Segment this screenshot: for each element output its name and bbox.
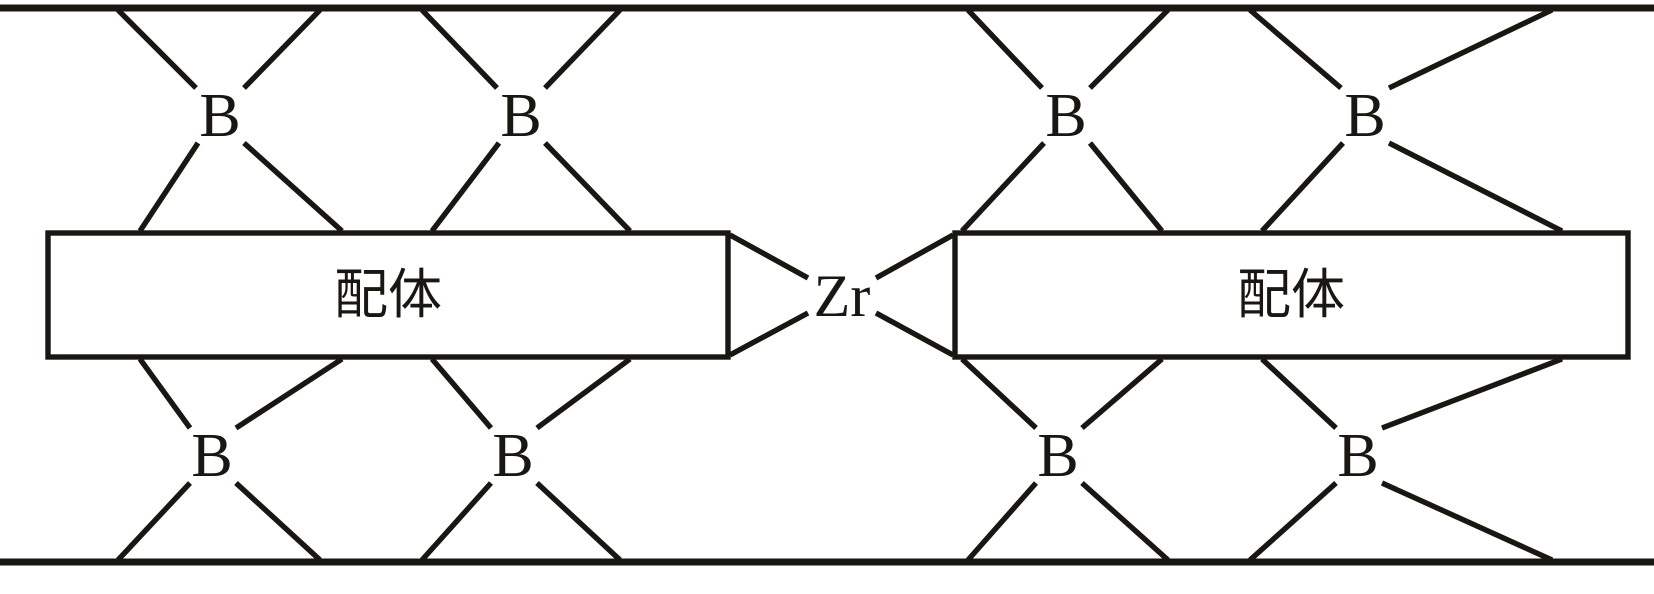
node-label-boron-top-left-2: B <box>500 82 541 150</box>
bond-b6-upleft <box>429 357 494 430</box>
lattice-top-left <box>116 8 632 234</box>
bond-b1-upleft <box>116 8 198 90</box>
bond-b5-upright <box>234 356 344 431</box>
lattice-bottom-left <box>116 356 632 562</box>
bond-zr-lower-right <box>874 310 955 358</box>
node-label-boron-bottom-left-2: B <box>492 422 533 490</box>
lattice-bottom-right <box>960 356 1563 563</box>
bond-b3-upright <box>1088 8 1170 90</box>
bond-b6-downright <box>535 481 622 562</box>
bond-zr-upper-right <box>874 232 955 281</box>
bond-b7-upleft <box>960 357 1038 430</box>
bond-b8-downleft <box>1248 480 1338 563</box>
ligand-label-left: 配体 <box>334 265 442 325</box>
bond-b4-downleft <box>1260 141 1345 233</box>
bond-b8-upright <box>1381 356 1563 431</box>
bond-b1-downright <box>242 140 344 234</box>
bond-b7-downleft <box>965 481 1039 562</box>
bond-b1-downleft <box>137 141 201 233</box>
node-label-boron-top-left-1: B <box>199 82 240 150</box>
bond-b2-downright <box>543 141 632 233</box>
bond-b2-upleft <box>420 8 499 90</box>
bond-b4-upright <box>1387 7 1554 91</box>
bond-zr-upper-left <box>728 232 810 281</box>
node-label-boron-bottom-right-2: B <box>1337 422 1378 490</box>
node-label-boron-top-right-1: B <box>1045 82 1086 150</box>
bond-b7-upright <box>1080 356 1164 431</box>
bond-b3-upleft <box>966 8 1044 90</box>
bond-b4-upleft <box>1248 7 1343 91</box>
node-label-metal-zr: Zr <box>814 263 871 329</box>
ligand-box-right[interactable] <box>952 230 1631 360</box>
bond-b2-downleft <box>429 141 502 233</box>
bond-b5-downleft <box>116 481 192 562</box>
bond-b8-downright <box>1380 480 1554 563</box>
bond-b5-upleft <box>137 357 193 430</box>
bond-b3-downright <box>1087 141 1165 233</box>
bond-b5-downright <box>234 481 322 562</box>
zr-coordination-bonds <box>728 232 955 358</box>
bond-b6-upright <box>535 356 632 431</box>
bond-b7-downright <box>1080 480 1170 563</box>
ligand-box-left[interactable] <box>45 230 731 360</box>
bond-b2-upright <box>543 8 622 90</box>
bond-zr-lower-left <box>728 310 810 358</box>
node-label-boron-bottom-left-1: B <box>191 422 232 490</box>
node-label-boron-bottom-right-1: B <box>1037 422 1078 490</box>
lattice-top-right <box>960 7 1564 234</box>
bond-b4-downright <box>1387 140 1564 234</box>
ligand-label-right: 配体 <box>1237 265 1345 325</box>
bond-b8-upleft <box>1260 357 1338 430</box>
bond-b1-upright <box>242 8 322 90</box>
node-label-boron-top-right-2: B <box>1344 82 1385 150</box>
bond-b3-downleft <box>960 141 1046 233</box>
bond-b6-downleft <box>419 481 494 562</box>
